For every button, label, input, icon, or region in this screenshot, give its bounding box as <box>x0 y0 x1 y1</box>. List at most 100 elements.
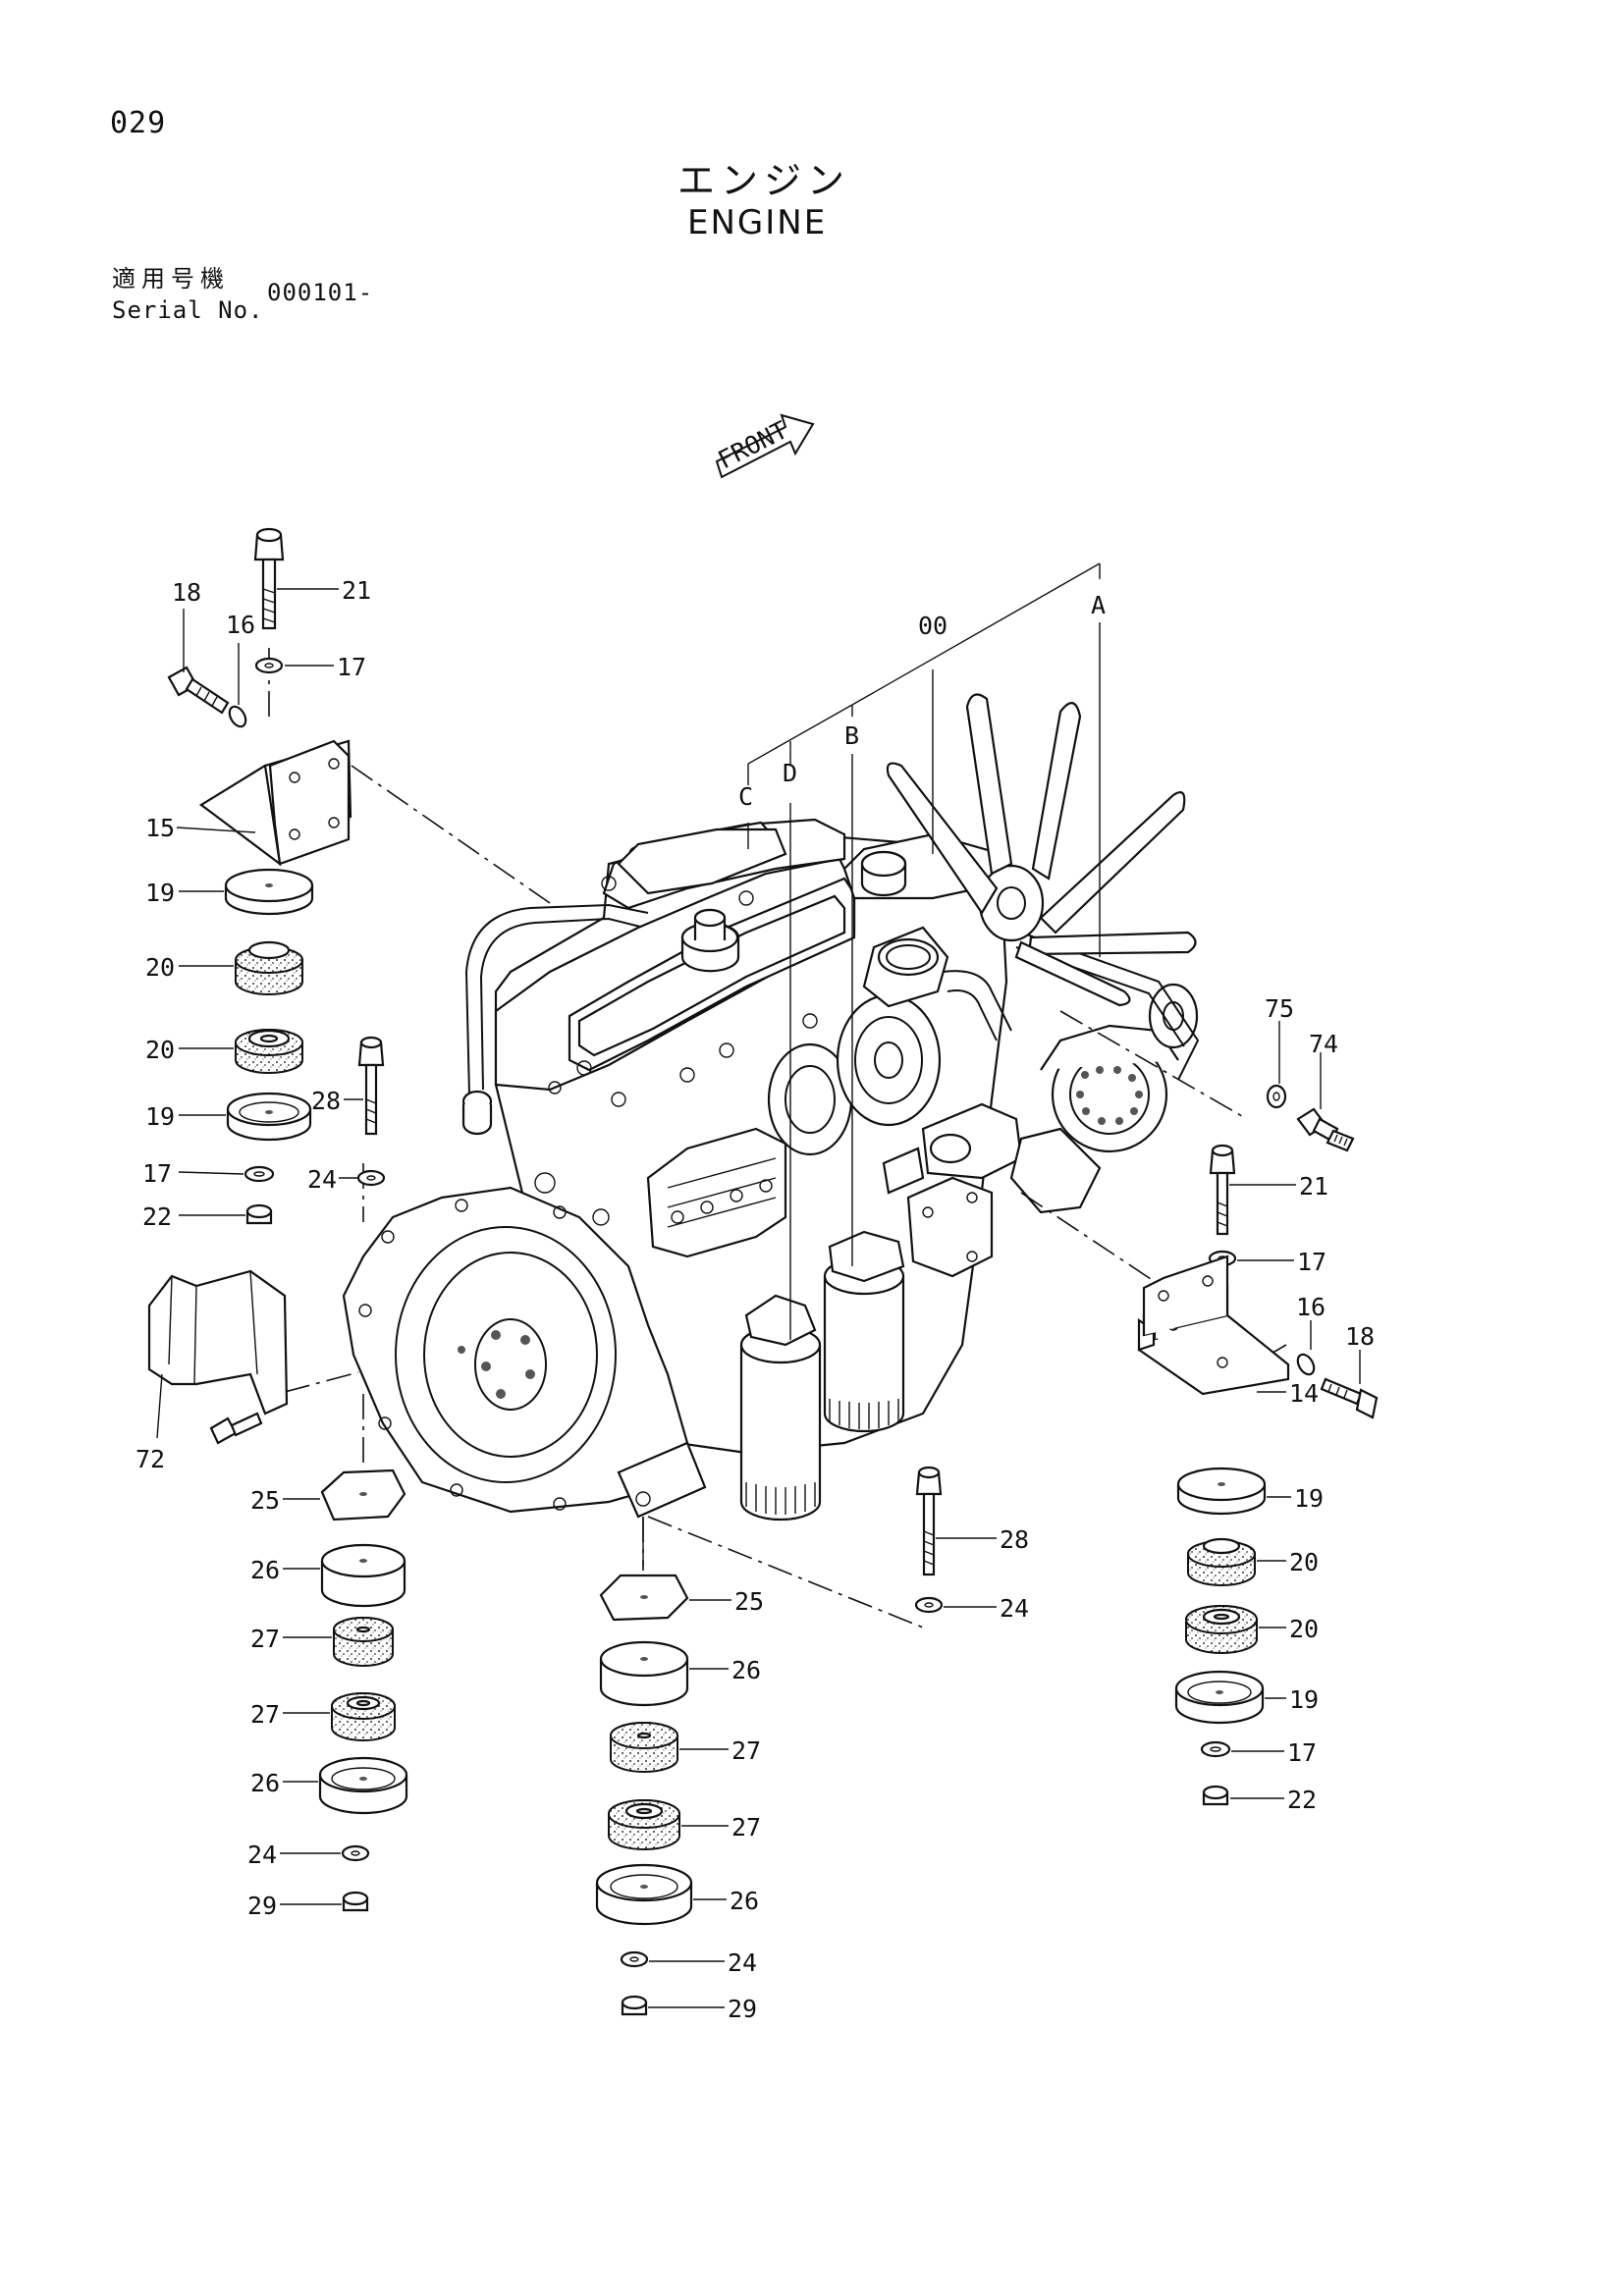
left-top-washer <box>254 657 284 674</box>
callout-right-rubber-upper: 20 <box>1289 1548 1319 1576</box>
right-cup-lower <box>1174 1670 1265 1725</box>
center-bolt-assembly: 28 24 <box>914 1466 1029 1623</box>
callout-engine: 00 <box>918 612 947 640</box>
callout-rear-right-cup-upper: 26 <box>731 1656 761 1684</box>
left-side-washer <box>228 705 247 728</box>
callout-right-cup-lower: 19 <box>1289 1685 1319 1714</box>
right-bracket <box>1137 1255 1290 1396</box>
callout-rear-bracket: 72 <box>135 1445 165 1473</box>
callout-rear-left-cup-upper: 26 <box>250 1556 280 1584</box>
right-mount-assembly: 21 17 14 <box>1137 1144 1379 1814</box>
callout-rear-right-washer: 24 <box>1000 1594 1029 1623</box>
rear-right-rubber-lower <box>608 1799 680 1850</box>
callout-sensor-washer: 75 <box>1265 994 1294 1023</box>
engine-assembly <box>342 693 1200 1522</box>
group-letter-c: C <box>738 782 753 811</box>
callout-left-cup-lower: 19 <box>145 1102 175 1131</box>
callout-right-cup-upper: 19 <box>1294 1484 1324 1513</box>
rear-right-rubber-upper <box>610 1722 678 1773</box>
left-side-bolt <box>167 666 230 715</box>
rear-right-washer-lower <box>620 1950 649 1968</box>
rear-left-washer-lower <box>341 1844 370 1862</box>
callout-right-nut: 22 <box>1287 1786 1317 1814</box>
left-bracket <box>198 739 352 867</box>
right-top-bolt <box>1209 1144 1236 1236</box>
rear-right-bolt <box>915 1466 943 1576</box>
rear-left-mount-assembly: 28 24 72 25 <box>135 1036 408 1920</box>
front-arrow-icon: FRONT <box>714 413 815 479</box>
callout-left-side-bolt: 18 <box>172 578 201 607</box>
callout-rear-right-rubber-upper: 27 <box>731 1736 761 1765</box>
rear-left-nut <box>342 1891 369 1912</box>
left-cup-lower <box>226 1092 312 1142</box>
page-number: 029 <box>110 106 167 140</box>
right-cup-upper <box>1176 1467 1267 1516</box>
callout-right-top-bolt: 21 <box>1299 1172 1328 1201</box>
callout-left-side-washer: 16 <box>226 611 255 639</box>
callout-right-washer-lower: 17 <box>1287 1738 1317 1767</box>
callout-rear-right-bolt: 28 <box>1000 1525 1029 1554</box>
callout-left-nut: 22 <box>142 1202 172 1231</box>
left-nut <box>245 1203 273 1225</box>
callout-rear-right-plate: 25 <box>734 1587 764 1616</box>
sensor-washer <box>1266 1084 1287 1109</box>
callout-right-top-washer: 17 <box>1297 1248 1326 1276</box>
callout-left-top-washer: 17 <box>337 653 366 681</box>
right-side-bolt <box>1320 1377 1379 1419</box>
callout-rear-left-rubber-upper: 27 <box>250 1625 280 1653</box>
callout-rear-right-cup-lower: 26 <box>730 1887 759 1915</box>
front-arrow-label: FRONT <box>714 415 792 474</box>
callout-rear-right-washer-lower: 24 <box>728 1949 757 1977</box>
left-top-bolt <box>253 527 285 630</box>
callout-left-rubber-upper: 20 <box>145 953 175 982</box>
rear-right-plate <box>599 1574 689 1622</box>
callout-right-side-washer: 16 <box>1296 1293 1326 1321</box>
rear-left-washer <box>356 1169 386 1187</box>
callout-rear-left-plate: 25 <box>250 1486 280 1515</box>
callout-rear-left-washer-lower: 24 <box>247 1841 277 1869</box>
callout-left-cup-upper: 19 <box>145 879 175 907</box>
left-mount-assembly: 21 17 18 16 <box>142 527 371 1231</box>
rear-right-cup-upper <box>599 1640 689 1707</box>
right-washer-lower <box>1200 1740 1231 1758</box>
callout-right-rubber-lower: 20 <box>1289 1615 1319 1643</box>
title-english: ENGINE <box>687 203 828 242</box>
rear-right-washer <box>914 1596 944 1614</box>
callout-right-bracket: 14 <box>1289 1379 1319 1408</box>
callout-left-top-bolt: 21 <box>342 576 371 605</box>
callout-rear-left-rubber-lower: 27 <box>250 1700 280 1729</box>
rear-left-cup-lower <box>318 1756 408 1815</box>
callout-rear-right-rubber-lower: 27 <box>731 1813 761 1842</box>
callout-rear-left-bolt: 28 <box>311 1087 341 1115</box>
group-letter-d: D <box>783 759 797 787</box>
callout-sensor: 74 <box>1309 1030 1338 1058</box>
callout-left-bracket: 15 <box>145 814 175 842</box>
group-leader-lines <box>747 562 1101 1340</box>
rear-left-cup-upper <box>320 1543 406 1608</box>
serial-label-english: Serial No. <box>112 296 264 324</box>
fuel-filter <box>823 1230 905 1433</box>
callout-rear-left-washer: 24 <box>307 1165 337 1194</box>
callout-right-side-bolt: 18 <box>1345 1322 1375 1351</box>
right-rubber-lower <box>1185 1605 1258 1654</box>
rear-left-bolt <box>357 1036 385 1136</box>
right-side-washer <box>1296 1353 1316 1376</box>
callout-left-rubber-lower: 20 <box>145 1036 175 1064</box>
group-letter-b: B <box>844 721 859 750</box>
rear-left-rubber-upper <box>333 1617 394 1667</box>
left-rubber-lower <box>235 1029 303 1074</box>
left-washer-lower <box>244 1165 275 1183</box>
callout-left-washer-lower: 17 <box>142 1159 172 1188</box>
rear-right-nut <box>621 1995 648 2016</box>
serial-label-japanese: 適用号機 <box>112 265 230 293</box>
left-cup-upper <box>224 868 314 916</box>
rear-right-mount-assembly: 25 26 27 <box>595 1517 764 2023</box>
right-nut <box>1202 1785 1229 1806</box>
callout-rear-left-nut: 29 <box>247 1892 277 1920</box>
serial-number-value: 000101- <box>267 279 374 306</box>
right-rubber-upper <box>1187 1537 1256 1586</box>
left-rubber-upper <box>235 940 303 995</box>
oil-filter <box>739 1294 822 1522</box>
